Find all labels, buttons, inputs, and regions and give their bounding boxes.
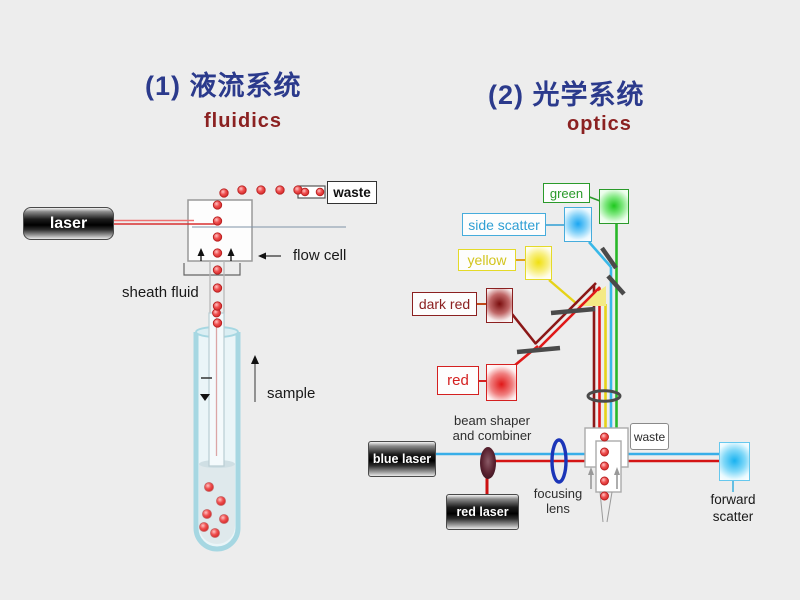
fluidics-subtitle: fluidics [204, 110, 283, 132]
flow-cell-pointer-arrow [258, 252, 281, 260]
collection-lens-ring [586, 389, 622, 403]
laser-beam [110, 219, 217, 225]
focusing-lens-label: focusing lens [528, 486, 588, 516]
dark-red-detector [486, 288, 513, 323]
forward-scatter-label-line2: scatter [712, 509, 754, 524]
beam-shaper-label-line1: beam shaper [454, 413, 530, 428]
optics-title: (2) 光学系统 [488, 80, 645, 110]
beam-shaper-element [480, 447, 496, 479]
waste-box-fluidics: waste [327, 181, 377, 204]
cell-stream-dots [212, 185, 325, 328]
beam-shaper-label: beam shaper and combiner [450, 413, 534, 443]
beam-shaper-label-line2: and combiner [452, 428, 532, 443]
dark-red-label-box: dark red [412, 292, 477, 316]
flow-cell-label: flow cell [293, 247, 347, 264]
green-label: green [549, 185, 584, 201]
red-label: red [447, 372, 469, 389]
optics-subtitle: optics [567, 113, 632, 135]
dark-red-label: dark red [418, 296, 471, 312]
forward-scatter-label-line1: forward [710, 492, 756, 507]
laser-box-label: laser [49, 214, 88, 232]
sample-label: sample [267, 385, 316, 402]
forward-scatter-label: forward scatter [699, 491, 767, 525]
green-detector [599, 189, 629, 224]
sheath-fluid-label: sheath fluid [122, 284, 199, 301]
dichroic-mirrors [516, 246, 626, 355]
red-detector [486, 364, 517, 401]
yellow-detector [525, 246, 552, 280]
red-laser-box: red laser [446, 494, 519, 530]
forward-scatter-detector [719, 442, 750, 481]
blue-laser-box: blue laser [368, 441, 436, 477]
red-laser-label: red laser [456, 505, 509, 519]
focusing-lens-ring [550, 438, 568, 484]
sample-test-tube [193, 308, 241, 552]
optics-flow-cell [584, 427, 629, 523]
red-label-box: red [437, 366, 479, 395]
optics-vertical-beams [592, 224, 618, 430]
focusing-lens-label-line1: focusing [533, 486, 583, 501]
laser-box: laser [23, 207, 114, 240]
yellow-label-box: yellow [458, 249, 516, 271]
side-scatter-detector [564, 207, 592, 242]
green-label-box: green [543, 183, 590, 203]
yellow-label: yellow [467, 252, 507, 268]
waste-label-optics: waste [633, 429, 666, 444]
fluidics-title: (1) 液流系统 [145, 71, 302, 101]
sample-arrow [251, 355, 259, 402]
sheath-bracket [183, 263, 241, 276]
side-scatter-label: side scatter [468, 216, 540, 233]
waste-label-fluidics: waste [333, 185, 371, 200]
blue-laser-label: blue laser [372, 452, 432, 466]
waste-box-optics: waste [630, 423, 669, 450]
focusing-lens-label-line2: lens [546, 501, 570, 516]
side-scatter-label-box: side scatter [462, 213, 546, 236]
